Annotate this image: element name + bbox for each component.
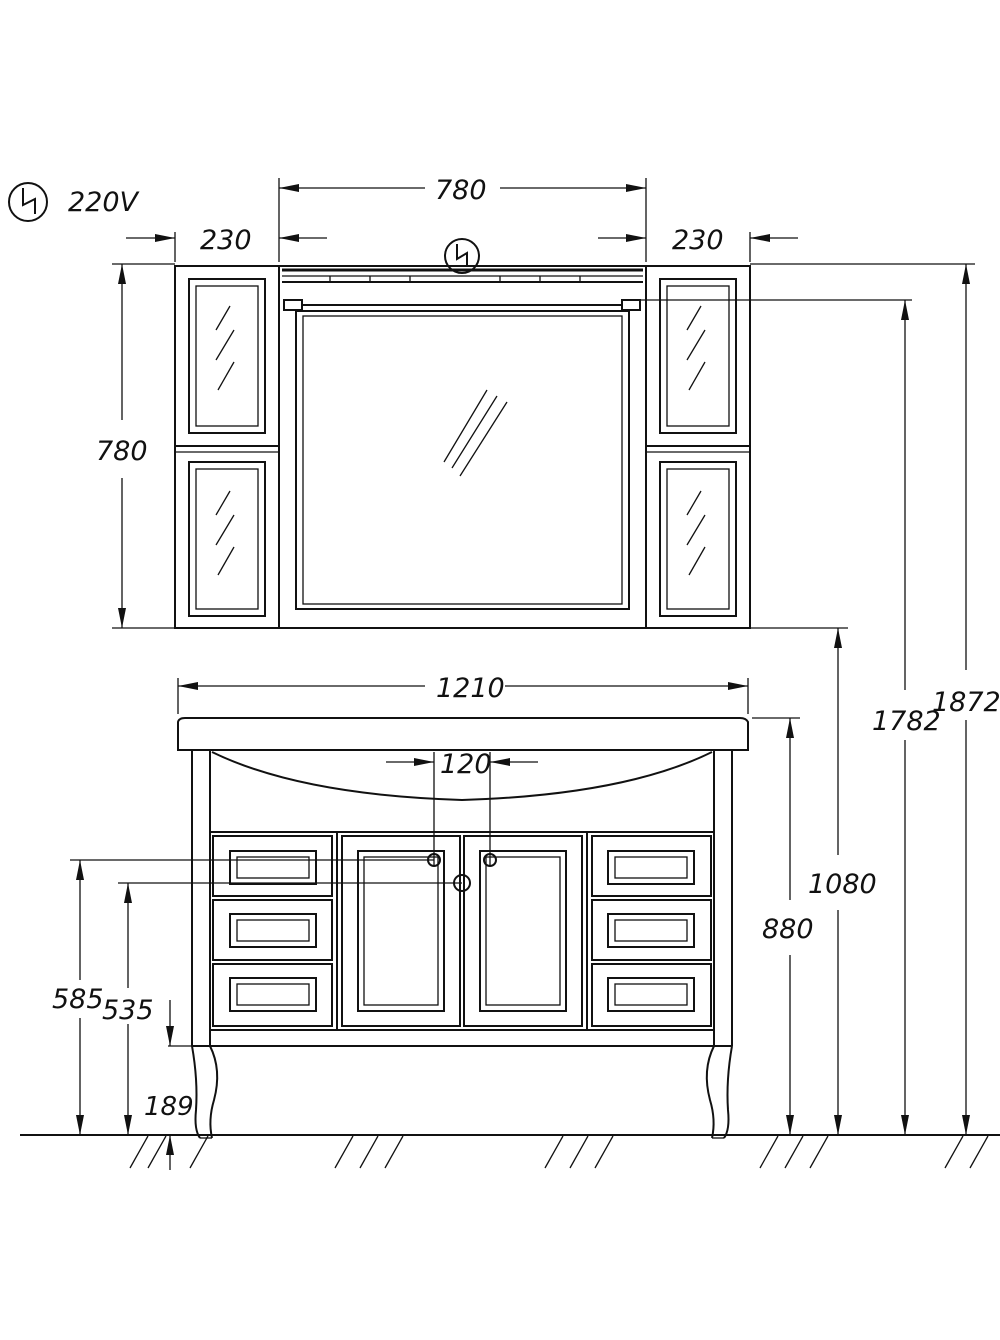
dim-mirror-width: 780 (435, 175, 487, 206)
dim-light-height: 1782 (872, 706, 941, 737)
dim-left-cabinet-width: 230 (200, 225, 252, 256)
dim-mirror-bottom-height: 1080 (808, 869, 877, 900)
dim-drain-height: 189 (144, 1092, 194, 1122)
dimension-labels: 780 230 230 780 1210 120 880 1080 1782 1… (52, 175, 1000, 1122)
electric-bolt-icon (444, 238, 480, 274)
dim-counter-height: 880 (762, 914, 814, 945)
power-symbol: 220V (8, 182, 141, 222)
dim-total-height: 1872 (932, 687, 1000, 718)
floor (20, 1134, 1000, 1169)
dim-vanity-width: 1210 (436, 673, 505, 704)
dim-faucet-spacing: 120 (440, 749, 492, 780)
vanity (177, 717, 749, 1139)
dim-left-connection-height: 585 (52, 984, 104, 1015)
voltage-label: 220V (68, 187, 141, 218)
dim-mirror-height: 780 (96, 436, 148, 467)
dim-right-connection-height: 535 (102, 995, 154, 1026)
dim-right-cabinet-width: 230 (672, 225, 724, 256)
electric-bolt-icon (22, 188, 36, 214)
dimension-lines (70, 178, 975, 1170)
mirror-cabinet (174, 238, 751, 629)
